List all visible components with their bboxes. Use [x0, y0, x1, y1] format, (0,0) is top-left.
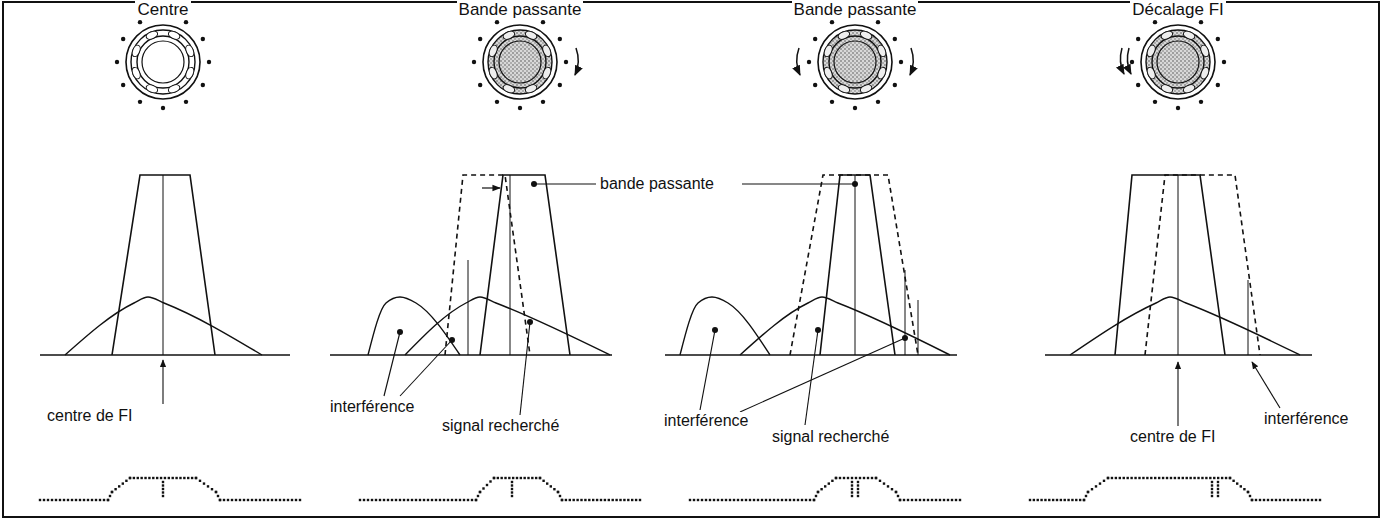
control-knob [472, 14, 578, 110]
panel-title: Bande passante [457, 0, 584, 20]
previous-passband [445, 175, 530, 355]
control-knob [1120, 14, 1226, 110]
interference-label: interférence [1262, 410, 1351, 428]
frame [3, 2, 1379, 517]
marker-line [855, 175, 856, 355]
wanted-signal [1070, 297, 1300, 355]
leader-line [520, 319, 533, 415]
wanted-signal-label: signal recherché [770, 428, 891, 446]
marker-line [163, 175, 164, 355]
passband [820, 175, 895, 355]
leader-line [1252, 362, 1280, 408]
dot-matrix-display [359, 477, 641, 501]
marker-line [468, 260, 469, 355]
marker-line [1248, 280, 1249, 355]
leader-line [742, 181, 858, 187]
dot-matrix-display [39, 477, 301, 501]
shift-arrow [482, 188, 500, 189]
leader-line [805, 327, 821, 425]
passband [112, 175, 215, 355]
panel-title: Décalage FI [1130, 0, 1226, 20]
wanted-signal [405, 297, 610, 355]
baseline [665, 355, 957, 356]
interference-signal [680, 297, 770, 355]
leader-line [1178, 362, 1179, 426]
if-center-label: centre de FI [1128, 428, 1217, 446]
panel-title: Centre [135, 0, 190, 20]
leader-line [740, 335, 908, 412]
leader-line [384, 329, 403, 396]
control-knob [115, 14, 211, 110]
panel-title: Bande passante [792, 0, 919, 20]
passband [1115, 175, 1225, 355]
marker-line [510, 175, 511, 355]
wanted-signal-label: signal recherché [440, 417, 561, 435]
marker-line [918, 300, 919, 355]
leader-line [531, 181, 596, 187]
previous-passband [790, 175, 918, 355]
passband-label: bande passante [598, 175, 716, 193]
leader-line [700, 327, 718, 410]
if-center-label: centre de FI [45, 407, 134, 425]
control-knob [797, 14, 914, 110]
dot-matrix-display [689, 477, 961, 501]
wanted-signal [740, 297, 950, 355]
marker-line [905, 270, 906, 355]
interference-label: interférence [662, 412, 751, 430]
baseline [40, 355, 290, 356]
leader-line [163, 360, 164, 404]
dot-matrix-display [1029, 477, 1321, 501]
passband [480, 175, 570, 355]
leader-line [400, 337, 455, 396]
interference-label: interférence [328, 398, 417, 416]
marker-line [1178, 175, 1179, 355]
